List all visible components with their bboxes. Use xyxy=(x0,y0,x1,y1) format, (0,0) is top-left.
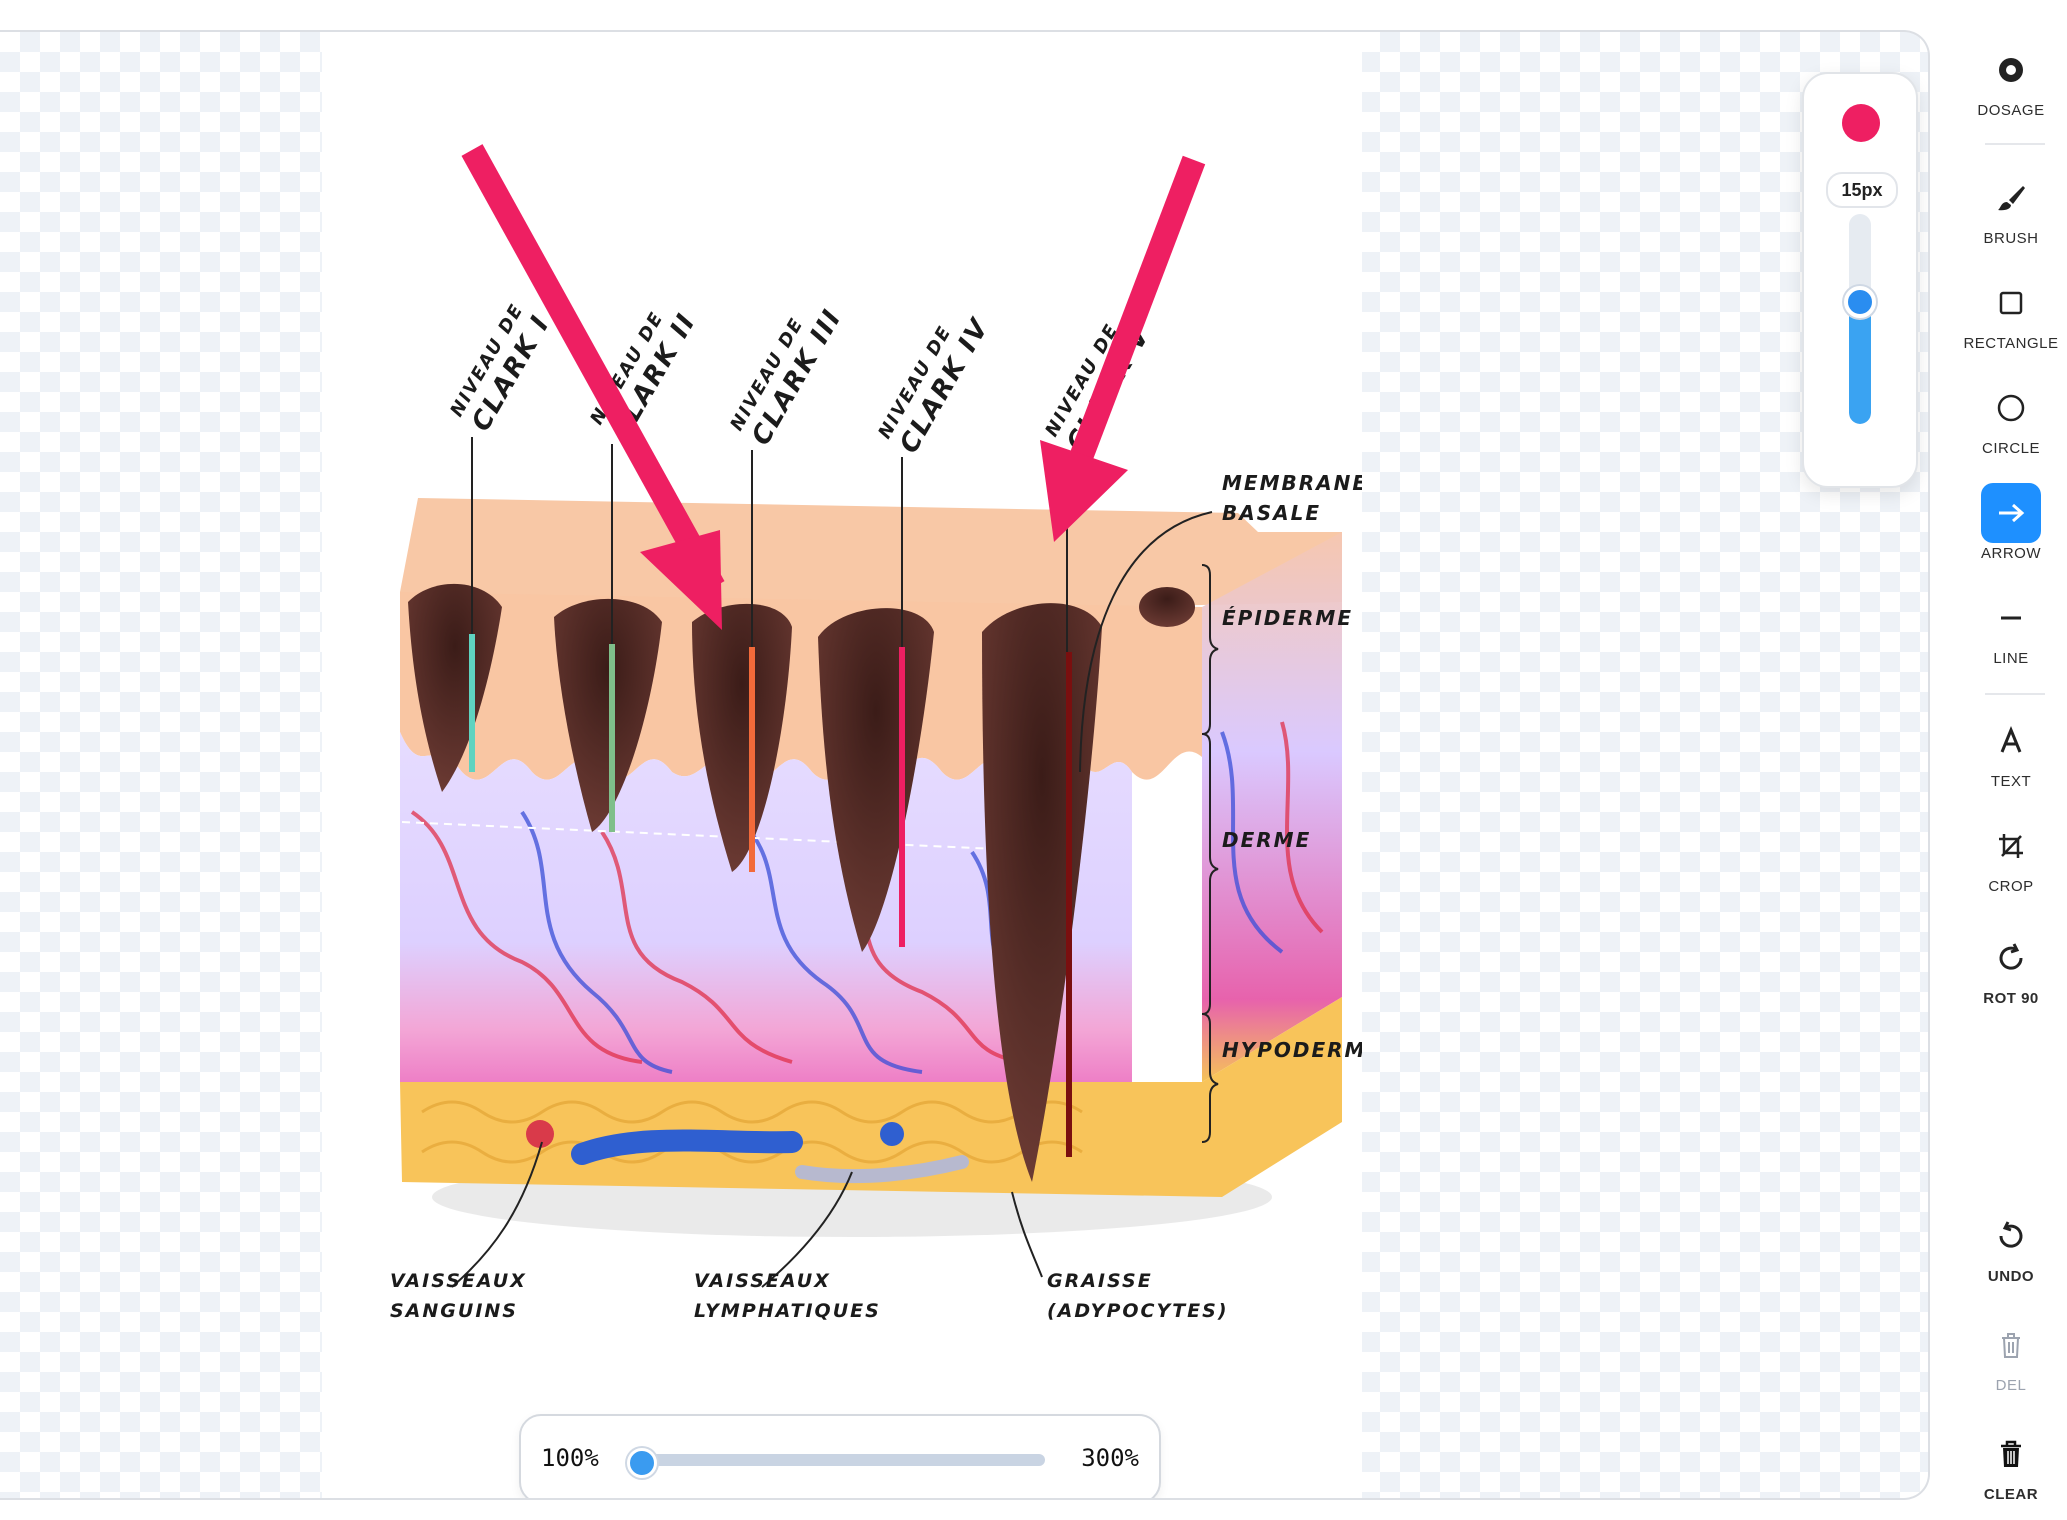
vessels-label: VAISSEAUX xyxy=(390,1270,527,1292)
vessels-label-2: SANGUINS xyxy=(390,1300,518,1322)
arrow-tool-label: ARROW xyxy=(1981,545,2041,562)
toolbar-divider xyxy=(1985,693,2045,695)
crop-tool[interactable]: CROP xyxy=(1963,816,2059,895)
undo-button[interactable]: UNDO xyxy=(1963,1206,2059,1285)
tool-sidebar-edit: TEXT CROP ROT 90 UNDO DEL CLEAR xyxy=(1955,0,2067,1520)
epiderme-label: ÉPIDERME xyxy=(1222,606,1353,630)
hypoderme-label: HYPODERME xyxy=(1222,1038,1362,1062)
skin-diagram-svg: NIVEAU DE CLARK I NIVEAU DE CLARK II NIV… xyxy=(390,144,1362,1322)
brush-size-slider-track[interactable] xyxy=(1849,214,1871,424)
circle-icon xyxy=(1981,378,2041,438)
derme-label: DERME xyxy=(1222,828,1311,852)
trash-outline-icon xyxy=(1981,1315,2041,1375)
line-tool[interactable]: LINE xyxy=(1963,588,2059,667)
tool-sidebar: DOSAGE xyxy=(1955,0,2067,1520)
circle-tool-label: CIRCLE xyxy=(1981,440,2040,457)
zoom-control: 100% 300% xyxy=(519,1414,1161,1498)
clark-label-3: NIVEAU DE CLARK III xyxy=(726,304,848,451)
zoom-min-label: 100% xyxy=(541,1444,599,1472)
dermis-layer xyxy=(400,732,1132,1082)
skin-top-surface xyxy=(400,498,1342,622)
line-tool-label: LINE xyxy=(1993,650,2029,667)
text-tool-label: TEXT xyxy=(1990,773,2032,790)
trash-icon xyxy=(1981,1424,2041,1484)
rotate-tool-label: ROT 90 xyxy=(1983,990,2039,1007)
toolbar-divider xyxy=(1985,143,2045,145)
membrane-label: MEMBRANE xyxy=(1222,471,1362,495)
color-swatch[interactable] xyxy=(1842,104,1880,142)
fat-label: GRAISSE xyxy=(1047,1270,1153,1292)
clark-label-4: NIVEAU DE CLARK IV xyxy=(874,313,995,459)
membrane-label-2: BASALE xyxy=(1222,501,1321,525)
target-icon xyxy=(1981,40,2041,100)
brush-settings-panel: 15px xyxy=(1802,72,1918,488)
annotation-arrow-1[interactable] xyxy=(461,144,725,630)
brush-icon xyxy=(1981,168,2041,228)
clear-button[interactable]: CLEAR xyxy=(1963,1424,2059,1503)
rotate-cw-icon xyxy=(1981,928,2041,988)
rotate-tool[interactable]: ROT 90 xyxy=(1963,928,2059,1007)
lymph-label-2: LYMPHATIQUES xyxy=(694,1300,881,1322)
delete-button[interactable]: DEL xyxy=(1963,1315,2059,1394)
undo-button-label: UNDO xyxy=(1987,1268,2035,1285)
crop-icon xyxy=(1981,816,2041,876)
editor-canvas-area[interactable]: NIVEAU DE CLARK I NIVEAU DE CLARK II NIV… xyxy=(0,30,1930,1500)
fat-label-2: (ADYPOCYTES) xyxy=(1047,1300,1229,1322)
arrow-right-icon xyxy=(1981,483,2041,543)
brush-size-slider-fill xyxy=(1849,298,1871,424)
vessel-cross-section xyxy=(526,1120,554,1148)
blood-vessel-tube xyxy=(571,1129,803,1165)
text-icon xyxy=(1981,711,2041,771)
rectangle-tool-label: RECTANGLE xyxy=(1963,335,2059,352)
brush-size-slider-thumb[interactable] xyxy=(1844,286,1876,318)
annotation-arrow-2[interactable] xyxy=(1040,155,1206,542)
zoom-slider-track[interactable] xyxy=(639,1454,1045,1466)
circle-tool[interactable]: CIRCLE xyxy=(1963,378,2059,457)
vessel-cross-section xyxy=(880,1122,904,1146)
text-tool[interactable]: TEXT xyxy=(1963,711,2059,790)
arrow-tool[interactable]: ARROW xyxy=(1963,483,2059,562)
basal-dashed-line xyxy=(401,821,1063,853)
rectangle-tool[interactable]: RECTANGLE xyxy=(1963,273,2059,352)
tool-sidebar-drawing: BRUSH RECTANGLE CIRCLE ARROW LINE xyxy=(1955,0,2067,1520)
dosage-tool[interactable]: DOSAGE xyxy=(1963,40,2059,119)
dosage-tool-label: DOSAGE xyxy=(1977,102,2045,119)
zoom-max-label: 300% xyxy=(1081,1444,1139,1472)
brush-tool-label: BRUSH xyxy=(1983,230,2039,247)
crop-tool-label: CROP xyxy=(1988,878,2034,895)
skin-side-face xyxy=(1202,532,1342,1082)
delete-button-label: DEL xyxy=(1995,1377,2027,1394)
lymph-label: VAISSEAUX xyxy=(694,1270,831,1292)
skin-diagram-image[interactable]: NIVEAU DE CLARK I NIVEAU DE CLARK II NIV… xyxy=(322,32,1362,1498)
square-icon xyxy=(1981,273,2041,333)
brush-tool[interactable]: BRUSH xyxy=(1963,168,2059,247)
undo-icon xyxy=(1981,1206,2041,1266)
lymph-vessel-tube xyxy=(795,1155,969,1184)
brush-size-label: 15px xyxy=(1826,172,1898,208)
line-icon xyxy=(1981,588,2041,648)
clear-button-label: CLEAR xyxy=(1983,1486,2039,1503)
zoom-slider-thumb[interactable] xyxy=(627,1448,657,1478)
clark-label-1: NIVEAU DE CLARK I xyxy=(446,300,556,437)
